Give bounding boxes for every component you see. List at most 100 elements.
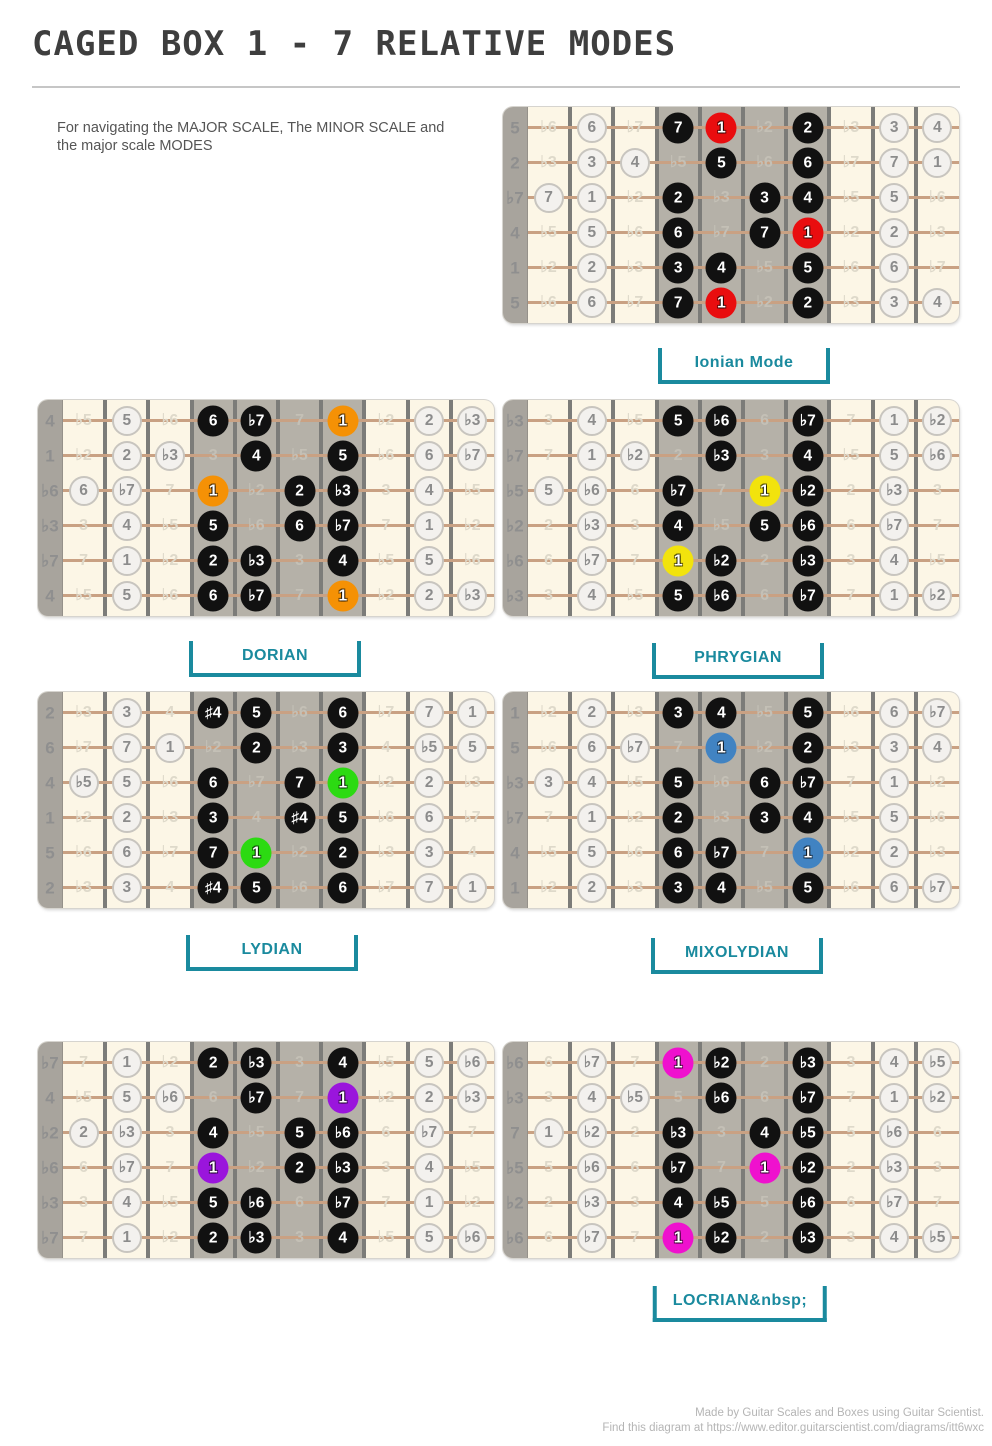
note-scale: 1 bbox=[879, 1082, 910, 1113]
note-box: 4 bbox=[662, 510, 694, 541]
note-scale: 2 bbox=[111, 802, 142, 833]
string-label: ♭6 bbox=[41, 1158, 59, 1177]
note-scale: 1 bbox=[879, 767, 910, 798]
note-faint: ♭2 bbox=[377, 773, 395, 791]
fret-wire bbox=[189, 1042, 194, 1258]
fret-wire bbox=[654, 692, 659, 908]
fret-wire bbox=[103, 400, 108, 616]
note-scale: ♭7 bbox=[879, 1187, 910, 1218]
note-faint: ♭5 bbox=[377, 1228, 395, 1246]
mode-label-mixolydian: MIXOLYDIAN bbox=[651, 938, 823, 974]
string-label: ♭5 bbox=[506, 1158, 524, 1177]
fret-wire bbox=[654, 107, 659, 323]
fret-wire bbox=[568, 1042, 573, 1258]
note-box: 2 bbox=[662, 182, 694, 213]
note-faint: 3 bbox=[295, 551, 305, 569]
note-faint: ♭3 bbox=[842, 293, 860, 311]
note-faint: 3 bbox=[760, 446, 770, 464]
string-label: 4 bbox=[45, 411, 55, 430]
note-box: ♭3 bbox=[792, 1047, 824, 1078]
note-faint: ♭3 bbox=[929, 223, 946, 241]
note-box: 4 bbox=[792, 182, 824, 213]
fret-wire bbox=[870, 1042, 875, 1258]
note-scale: 1 bbox=[879, 405, 910, 436]
note-box: ♭3 bbox=[327, 475, 359, 506]
note-faint: ♭5 bbox=[377, 551, 395, 569]
note-faint: ♭5 bbox=[626, 586, 644, 604]
fret-wire bbox=[103, 1042, 108, 1258]
fret-wire bbox=[232, 400, 237, 616]
string-line bbox=[503, 1166, 959, 1169]
note-scale: ♭6 bbox=[155, 1082, 185, 1113]
note-faint: 7 bbox=[716, 1158, 726, 1176]
note-faint: ♭5 bbox=[291, 446, 308, 464]
string-line bbox=[503, 196, 959, 199]
fret-wire bbox=[146, 1042, 151, 1258]
note-faint: ♭2 bbox=[161, 1053, 179, 1071]
note-faint: 6 bbox=[846, 516, 856, 534]
note-faint: ♭5 bbox=[464, 1158, 481, 1176]
fret-wire bbox=[741, 400, 745, 616]
note-root: 1 bbox=[327, 580, 359, 611]
note-box: ♭3 bbox=[792, 545, 824, 576]
note-scale: 4 bbox=[576, 1082, 607, 1113]
note-faint: ♭6 bbox=[161, 773, 179, 791]
fret-wire bbox=[913, 1042, 918, 1258]
note-box: ♭7 bbox=[327, 510, 359, 541]
note-box: 2 bbox=[284, 1152, 316, 1183]
note-faint: 5 bbox=[846, 1123, 856, 1141]
fret-wire bbox=[448, 1042, 453, 1258]
note-faint: 7 bbox=[79, 1053, 89, 1071]
fretboard-nut bbox=[38, 1042, 63, 1258]
note-faint: 3 bbox=[295, 1228, 305, 1246]
note-scale: ♭7 bbox=[111, 1152, 142, 1183]
note-scale: 2 bbox=[879, 837, 910, 868]
note-scale: 6 bbox=[576, 732, 607, 763]
note-box: ♭7 bbox=[240, 1082, 272, 1113]
note-scale: 3 bbox=[879, 112, 910, 143]
string-line bbox=[503, 1131, 959, 1134]
note-faint: ♭3 bbox=[713, 808, 730, 826]
note-box: 5 bbox=[792, 872, 824, 903]
note-faint: ♭6 bbox=[291, 703, 308, 721]
note-box: 2 bbox=[792, 112, 824, 143]
string-label: 5 bbox=[45, 843, 55, 862]
fret-wire bbox=[362, 400, 367, 616]
note-faint: 6 bbox=[79, 1158, 89, 1176]
note-box: ♯4 bbox=[284, 802, 316, 833]
note-box: 6 bbox=[327, 872, 359, 903]
note-scale: 5 bbox=[879, 440, 910, 471]
note-box: 4 bbox=[662, 1187, 694, 1218]
note-scale: 7 bbox=[414, 872, 445, 903]
string-label: ♭7 bbox=[41, 551, 59, 570]
note-scale: 3 bbox=[576, 147, 607, 178]
string-label: ♭6 bbox=[506, 1228, 524, 1247]
note-box: 4 bbox=[327, 1047, 359, 1078]
note-scale: 1 bbox=[111, 1222, 142, 1253]
note-box: ♭7 bbox=[327, 1187, 359, 1218]
note-scale: 4 bbox=[922, 732, 953, 763]
fret-wire bbox=[568, 400, 573, 616]
note-faint: 7 bbox=[165, 1158, 175, 1176]
note-faint: 6 bbox=[544, 1228, 554, 1246]
note-box: 4 bbox=[705, 697, 737, 728]
note-faint: ♭5 bbox=[161, 1193, 179, 1211]
fretboard-nut bbox=[38, 692, 63, 908]
note-faint: 6 bbox=[932, 1123, 942, 1141]
note-faint: ♭3 bbox=[626, 258, 644, 276]
note-faint: 7 bbox=[630, 1053, 640, 1071]
string-label: ♭7 bbox=[506, 808, 524, 827]
note-scale: ♭7 bbox=[620, 732, 650, 763]
string-label: 5 bbox=[510, 738, 520, 757]
note-faint: 3 bbox=[381, 1158, 391, 1176]
string-label: ♭3 bbox=[506, 1088, 524, 1107]
note-box: 5 bbox=[792, 252, 824, 283]
note-box: ♭2 bbox=[792, 475, 824, 506]
note-scale: ♭7 bbox=[457, 440, 488, 471]
note-faint: 2 bbox=[760, 1228, 770, 1246]
string-line bbox=[503, 524, 959, 527]
note-root: 1 bbox=[705, 112, 737, 143]
